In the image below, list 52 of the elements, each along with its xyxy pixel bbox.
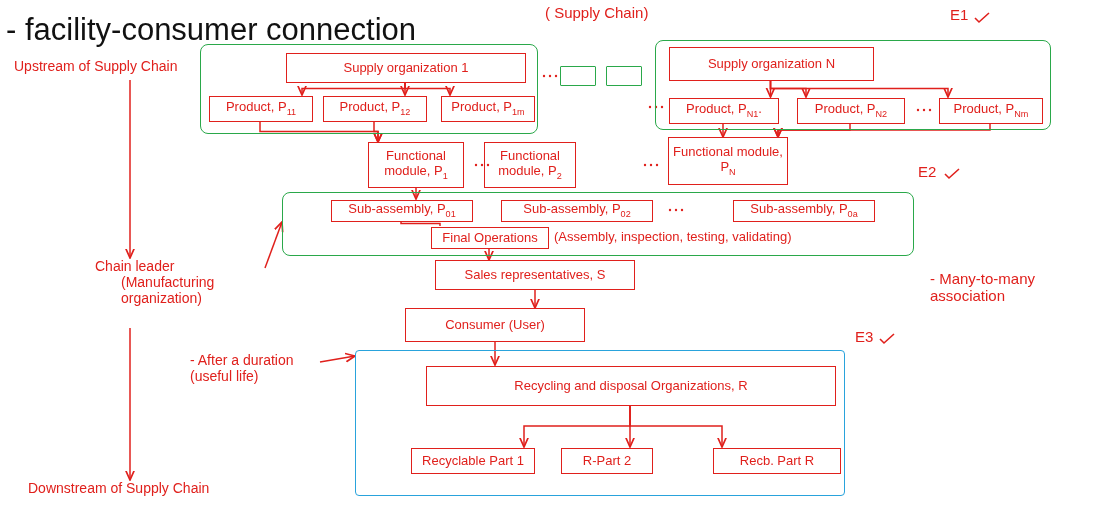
process-box: Functional module, P$_{1}$ (368, 142, 464, 188)
process-box: Sales representatives, S (435, 260, 635, 290)
group-frame (282, 192, 914, 256)
annotation-text: - After a duration (useful life) (190, 352, 295, 385)
process-box: Product, P$_{N2}$ (797, 98, 905, 124)
slide-title: - facility-consumer connection (6, 12, 417, 48)
arrow (772, 122, 991, 138)
connector-line (400, 220, 441, 227)
process-box: Recyclable Part 1 (411, 448, 535, 474)
annotation-text: - Many-to-many association (930, 270, 1037, 304)
arrow (372, 120, 384, 143)
process-box: Product, P$_{11}$ (209, 96, 313, 122)
arrow (264, 221, 284, 269)
process-box: Supply organization N (669, 47, 874, 81)
annotation-text: (Manufacturing organization) (121, 274, 216, 307)
annotation-text: E3 (855, 328, 874, 345)
annotation-text: E2 (918, 163, 937, 180)
process-box: Sub-assembly, P$_{02}$ (501, 200, 653, 222)
group-frame (655, 40, 1051, 130)
process-box: Consumer (User) (405, 308, 585, 342)
note-text: (Assembly, inspection, testing, validating) (554, 230, 792, 245)
process-box: Recycling and disposal Organizations, R (426, 366, 836, 406)
process-box: Product, P$_{1m}$ (441, 96, 535, 122)
group-frame (355, 350, 845, 496)
arrow (404, 81, 456, 96)
annotation-text: Downstream of Supply Chain (28, 480, 210, 497)
process-box: Functional module, P$_{N}$ (668, 137, 788, 185)
process-box: Recb. Part R (713, 448, 841, 474)
process-box: Sub-assembly, P$_{01}$ (331, 200, 473, 222)
annotation-text: Upstream of Supply Chain (14, 58, 178, 75)
process-box: Functional module, P$_{2}$ (484, 142, 576, 188)
arrow (717, 122, 729, 138)
arrow (769, 79, 954, 98)
process-box: R-Part 2 (561, 448, 653, 474)
annotation-text: Chain leader (95, 258, 175, 275)
arrow (489, 341, 501, 366)
process-box: Supply organization 1 (286, 53, 526, 83)
arrow (529, 289, 541, 309)
small-box (606, 66, 642, 86)
arrow (124, 79, 136, 259)
arrow (319, 352, 356, 363)
arrow (410, 187, 422, 200)
small-box (560, 66, 596, 86)
arrow (629, 404, 728, 448)
arrow (483, 247, 495, 261)
annotation-text: E1 (950, 6, 969, 23)
process-box: Product, P$_{Nm}$ (939, 98, 1043, 124)
process-box: Sub-assembly, P$_{0a}$ (733, 200, 875, 222)
arrow (124, 327, 136, 481)
annotation-text: ( Supply Chain) (545, 4, 649, 21)
process-box: Product, P$_{12}$ (323, 96, 427, 122)
process-box: Product, P$_{N1}$. (669, 98, 779, 124)
